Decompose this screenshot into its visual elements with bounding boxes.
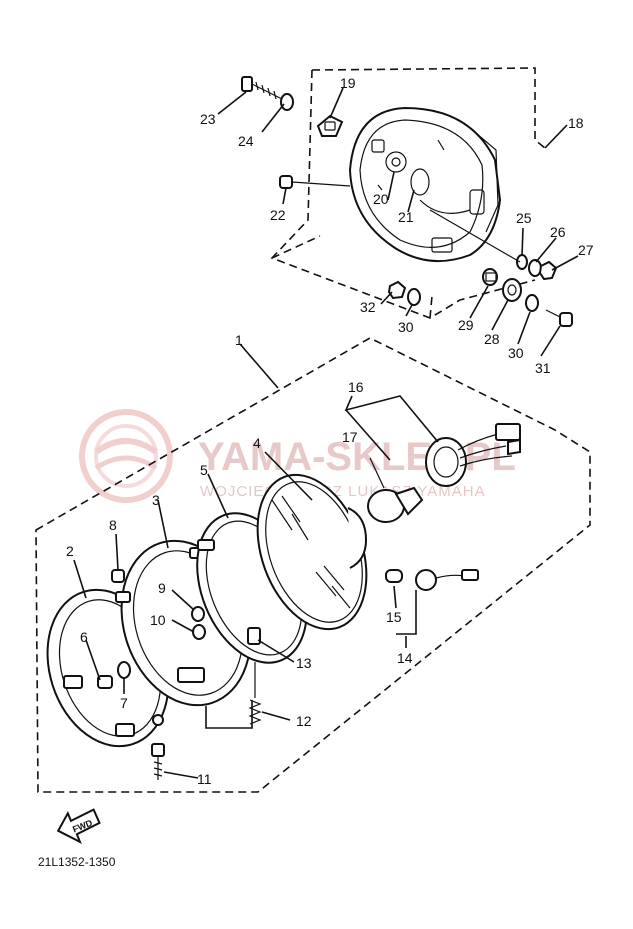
watermark-logo: [79, 409, 173, 503]
washer-30a: [407, 288, 421, 306]
callout-12: 12: [296, 713, 312, 729]
callout-8: 8: [109, 517, 117, 533]
callout-13: 13: [296, 655, 312, 671]
clip-13: [247, 627, 261, 645]
damper-28: [502, 278, 522, 302]
callout-30b: 30: [508, 345, 524, 361]
callout-26: 26: [550, 224, 566, 240]
callout-24: 24: [238, 133, 254, 149]
fwd-arrow: FWD: [56, 808, 101, 844]
screw-6: [97, 675, 113, 689]
callout-18: 18: [568, 115, 584, 131]
callout-7: 7: [120, 695, 128, 711]
washer-25: [516, 254, 528, 270]
callout-29: 29: [458, 317, 474, 333]
housing-assembly: [241, 67, 573, 327]
callout-28: 28: [484, 331, 500, 347]
headlight-unit-assembly: [35, 337, 591, 793]
nut-7: [117, 661, 131, 679]
bulb-15: [385, 569, 403, 583]
grommet-19: [316, 114, 344, 137]
headlight-housing: [348, 106, 502, 263]
callout-15: 15: [386, 609, 402, 625]
spring-12: [248, 662, 262, 725]
callout-4: 4: [253, 435, 261, 451]
nut-27: [538, 260, 558, 281]
screw-11: [151, 743, 165, 780]
callout-11: 11: [197, 771, 212, 787]
callout-25: 25: [516, 210, 532, 226]
callout-19: 19: [340, 75, 356, 91]
bolt-23: [241, 76, 285, 101]
callout-3: 3: [152, 492, 160, 508]
callout-14: 14: [397, 650, 413, 666]
callout-6: 6: [80, 629, 88, 645]
callout-22: 22: [270, 207, 286, 223]
callout-21: 21: [398, 209, 414, 225]
callout-labels: 1 2 3 4 5 6 7 8 9 10 11 12 13 14 15 16 1…: [66, 75, 594, 787]
callout-2: 2: [66, 543, 74, 559]
nut-9: [191, 606, 205, 622]
diagram-code: 21L1352-1350: [38, 855, 116, 869]
callout-5: 5: [200, 462, 208, 478]
lens-reflector-4: [256, 473, 368, 631]
socket-14: [415, 569, 479, 591]
callout-30a: 30: [398, 319, 414, 335]
washer-30b: [525, 294, 539, 312]
screw-10: [192, 624, 206, 640]
callout-32: 32: [360, 299, 376, 315]
callout-9: 9: [158, 580, 166, 596]
callout-10: 10: [150, 612, 166, 628]
nut-32: [387, 280, 407, 300]
callout-1: 1: [235, 332, 243, 348]
callout-16: 16: [348, 379, 364, 395]
washer-24: [280, 93, 294, 111]
bolt-22: [279, 175, 351, 189]
collar-29: [482, 268, 498, 286]
callout-20: 20: [373, 191, 389, 207]
callout-31: 31: [535, 360, 551, 376]
callout-27: 27: [578, 242, 594, 258]
screw-8: [111, 569, 125, 583]
callout-17: 17: [342, 429, 358, 445]
socket-cord-16: [425, 423, 521, 487]
leader-lines: [73, 87, 579, 779]
bolt-31: [545, 309, 573, 327]
callout-23: 23: [200, 111, 216, 127]
bulb-17: [367, 457, 424, 523]
